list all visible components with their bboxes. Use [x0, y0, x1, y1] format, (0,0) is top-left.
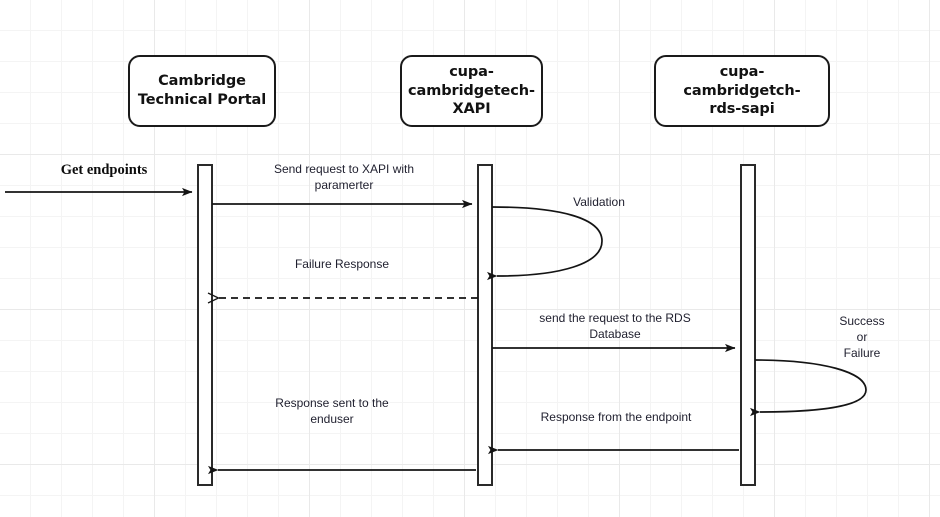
arrow-success-or-failure-self-loop — [749, 359, 867, 417]
activation-bars — [197, 164, 756, 486]
actor-box-cambridge-technical-portal[interactable]: Cambridge Technical Portal — [128, 55, 276, 127]
activation-bar-rds — [740, 164, 756, 486]
actor-label-portal: Cambridge Technical Portal — [137, 73, 267, 108]
actor-box-cupa-cambridgetch-rds-sapi[interactable]: cupa-cambridgetch- rds-sapi — [654, 55, 830, 127]
actor-label-rds: cupa-cambridgetch- rds-sapi — [683, 64, 801, 118]
arrow-validation-self-loop — [486, 206, 603, 281]
actor-box-cupa-cambridgetech-xapi[interactable]: cupa- cambridgetech- XAPI — [400, 55, 543, 127]
actor-label-xapi: cupa- cambridgetech- XAPI — [408, 64, 535, 118]
message-arrows — [5, 187, 867, 475]
activation-bar-portal — [197, 164, 213, 486]
activation-bar-xapi — [477, 164, 493, 486]
